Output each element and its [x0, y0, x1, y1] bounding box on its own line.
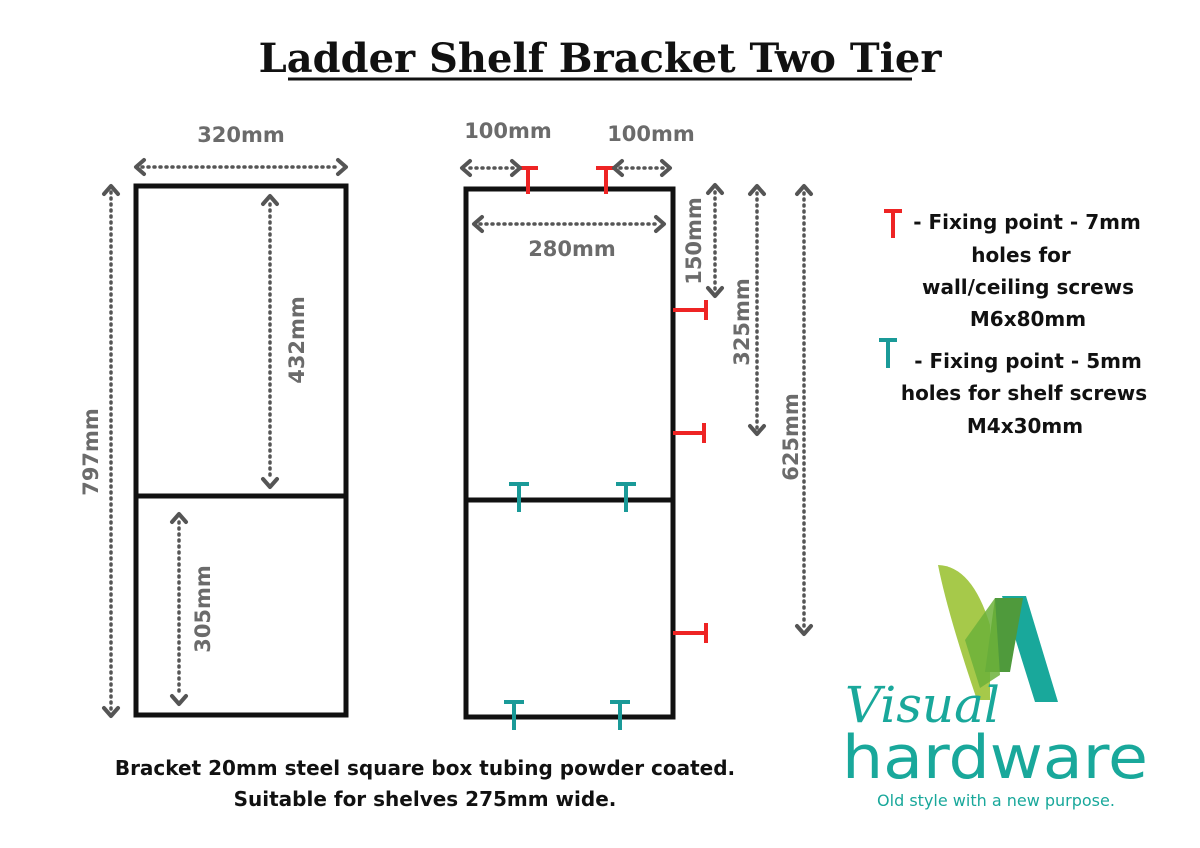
dim-305: 305mm	[170, 512, 215, 706]
right-bracket-frame	[463, 186, 676, 720]
dim-280-label: 280mm	[528, 237, 616, 261]
shelf-fixing-bottom-right	[610, 700, 630, 730]
legend-shelf-icon	[879, 338, 897, 368]
dim-432: 432mm	[261, 194, 309, 489]
dim-150-label: 150mm	[682, 197, 706, 285]
title: Ladder Shelf Bracket Two Tier	[259, 35, 943, 82]
dim-100-right-label: 100mm	[607, 122, 695, 146]
wall-fixing-side-1	[673, 300, 708, 320]
legend-wall-icon	[884, 209, 902, 238]
wall-fixing-side-3	[673, 623, 708, 643]
legend-wall-line-2: holes for	[971, 243, 1071, 267]
legend-wall-line-4: M6x80mm	[970, 307, 1086, 331]
dim-320-label: 320mm	[197, 123, 285, 147]
dim-100-right: 100mm	[607, 122, 695, 177]
shelf-fixing-bottom-left	[504, 700, 524, 730]
dim-432-label: 432mm	[285, 296, 309, 384]
dim-325-label: 325mm	[730, 278, 754, 366]
legend-shelf-line-2: holes for shelf screws	[901, 381, 1147, 405]
left-bracket	[133, 183, 349, 718]
dim-797: 797mm	[79, 184, 120, 718]
wall-fixing-side-2	[673, 423, 706, 443]
legend: - Fixing point - 7mm holes for wall/ceil…	[879, 209, 1147, 438]
caption-line-1: Bracket 20mm steel square box tubing pow…	[115, 756, 735, 780]
legend-shelf-line-1: - Fixing point - 5mm	[914, 349, 1142, 373]
shelf-fixings	[504, 482, 636, 730]
caption-line-2: Suitable for shelves 275mm wide.	[234, 787, 617, 811]
brand-main: hardware	[842, 723, 1148, 793]
dim-150: 150mm	[682, 183, 724, 298]
left-bracket-frame	[133, 183, 349, 718]
dim-625: 625mm	[779, 184, 813, 636]
brand-script: Visual	[845, 676, 1000, 734]
dim-797-label: 797mm	[79, 408, 103, 496]
dim-625-label: 625mm	[779, 393, 803, 481]
dim-280: 280mm	[472, 215, 666, 261]
dim-100-left-label: 100mm	[464, 119, 552, 143]
right-bracket	[463, 186, 676, 720]
dim-320: 320mm	[134, 123, 348, 176]
legend-wall-line-1: - Fixing point - 7mm	[913, 210, 1141, 234]
wall-fixings	[518, 166, 708, 643]
legend-wall-line-3: wall/ceiling screws	[922, 275, 1134, 299]
dim-325: 325mm	[730, 184, 766, 436]
shelf-fixing-mid-left	[509, 482, 529, 512]
brand-logo: Visual hardware Old style with a new pur…	[842, 565, 1148, 810]
dim-100-left: 100mm	[460, 119, 552, 177]
brand-tagline: Old style with a new purpose.	[877, 791, 1115, 810]
brand-mark-icon	[938, 565, 1058, 702]
legend-shelf-line-3: M4x30mm	[967, 414, 1083, 438]
dim-305-label: 305mm	[191, 565, 215, 653]
shelf-fixing-mid-right	[616, 482, 636, 512]
